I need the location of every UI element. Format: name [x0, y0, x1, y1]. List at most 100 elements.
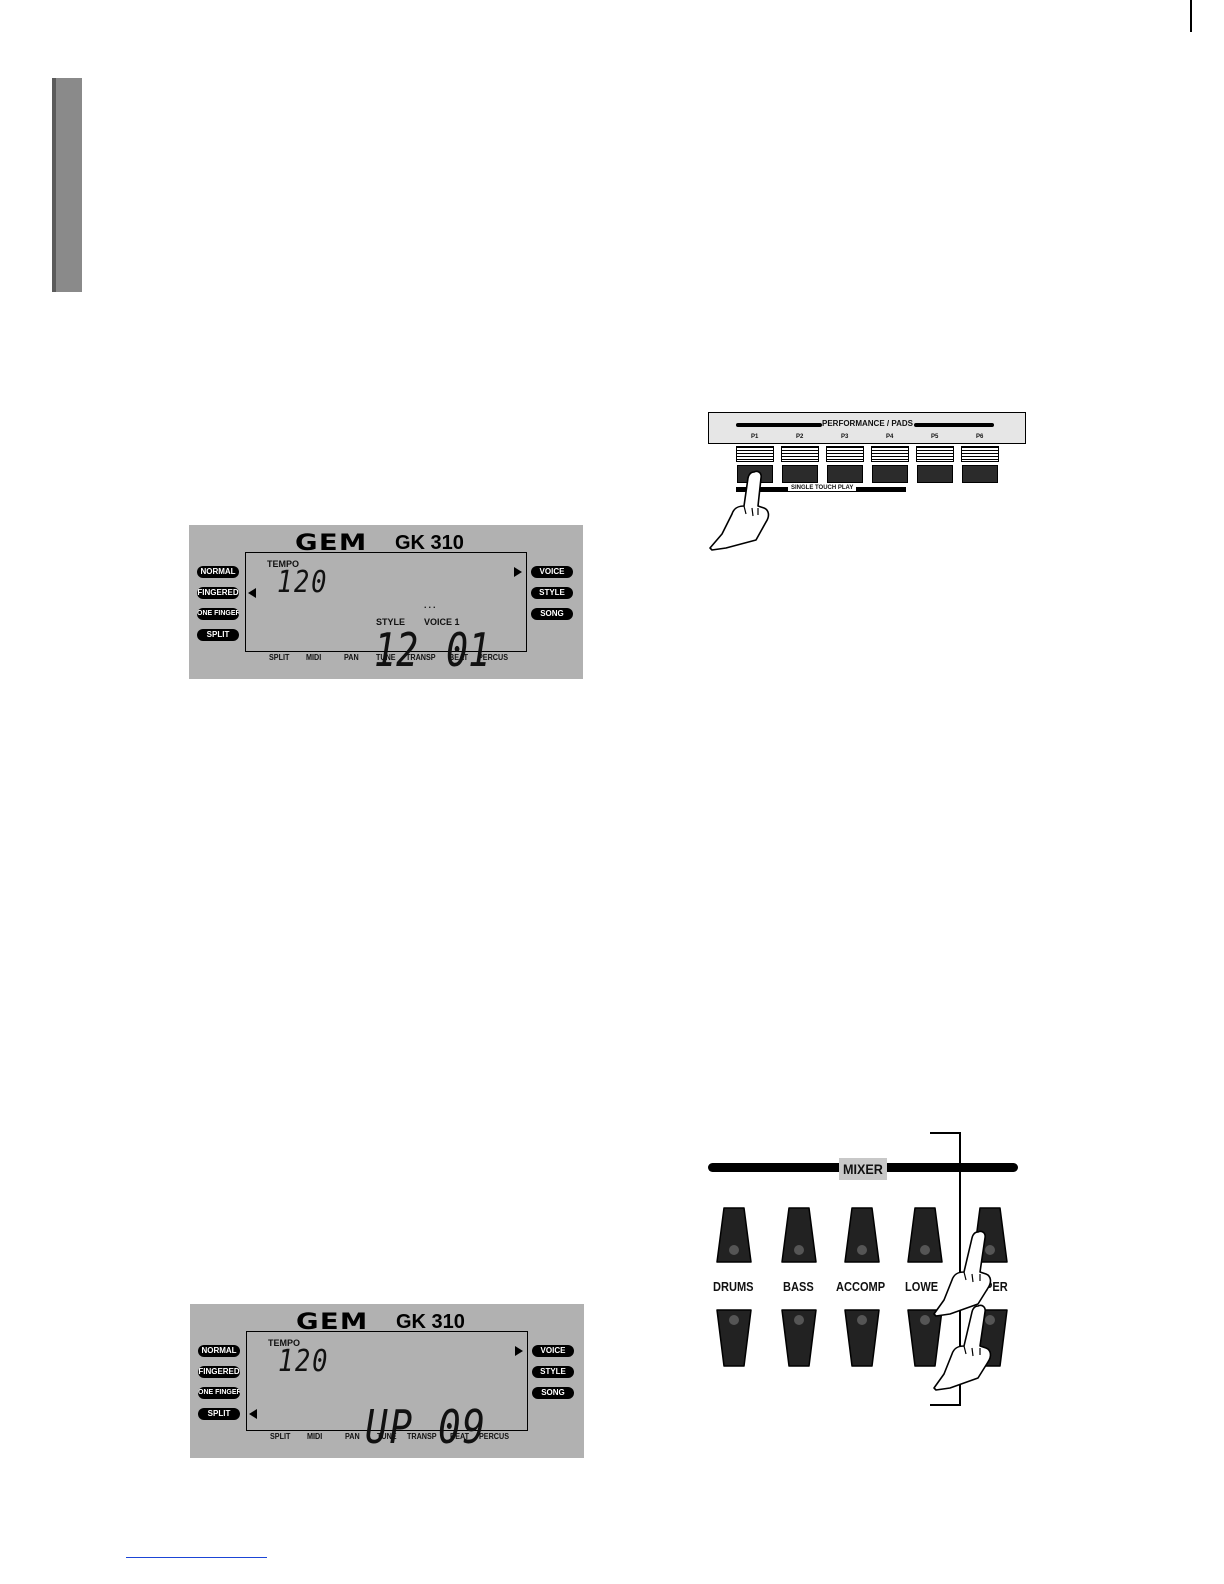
func-midi: MIDI: [307, 1432, 323, 1441]
pad-button-p2[interactable]: [782, 465, 818, 483]
mixer-label-bass: BASS: [783, 1279, 814, 1294]
func-tune: TUNE: [377, 1432, 397, 1441]
func-pan: PAN: [344, 653, 359, 662]
footer-rule: [126, 1557, 267, 1558]
pointing-hand-icon: [933, 1304, 992, 1391]
tempo-label: TEMPO: [267, 559, 300, 569]
mixer-label-accomp: ACCOMP: [836, 1279, 886, 1294]
performance-pads-panel: PERFORMANCE / PADS P1 P2 P3 P4 P5 P6 SIN…: [708, 412, 1026, 562]
mixer-panel: MIXER DRUMS BASS ACCOMP LOWE PER: [708, 1130, 1020, 1410]
bass-down-button[interactable]: [781, 1308, 817, 1368]
voice-label: VOICE 1: [424, 617, 460, 627]
pad-label-p2: P2: [796, 434, 804, 440]
voice-number: 01: [446, 623, 491, 677]
fingered-button[interactable]: FINGERED: [197, 587, 239, 599]
fingered-button[interactable]: FINGERED: [198, 1366, 240, 1378]
pad-led-p1: [736, 446, 774, 462]
model-name: GK 310: [395, 532, 464, 554]
corner-line: [1190, 0, 1192, 32]
tempo-label: TEMPO: [268, 1338, 301, 1348]
song-button[interactable]: SONG: [532, 1387, 574, 1399]
arrow-right-icon: [515, 1346, 523, 1356]
func-pan: PAN: [345, 1432, 360, 1441]
func-beat: BEAT: [450, 1432, 470, 1441]
style-number: 12: [374, 623, 419, 677]
header-bar-right: [914, 423, 994, 427]
bracket-top: [930, 1132, 961, 1134]
drums-down-button[interactable]: [716, 1308, 752, 1368]
arrow-left-icon: [248, 588, 256, 598]
voice-button[interactable]: VOICE: [531, 566, 573, 578]
function-labels: SPLIT MIDI PAN TUNE TRANSP BEAT PERCUS: [190, 1432, 584, 1446]
side-tab: [52, 78, 82, 292]
accomp-up-button[interactable]: [844, 1206, 880, 1264]
pad-led-p3: [826, 446, 864, 462]
tempo-value: 120: [278, 1344, 330, 1379]
pad-label-p1: P1: [751, 434, 759, 440]
normal-button[interactable]: NORMAL: [198, 1345, 240, 1357]
arrow-right-icon: [514, 567, 522, 577]
lcd-display-2: GEM GK 310 NORMAL FINGERED ONE FINGER SP…: [190, 1304, 584, 1458]
lower-down-button[interactable]: [907, 1308, 943, 1368]
pad-button-p3[interactable]: [827, 465, 863, 483]
pad-label-p4: P4: [886, 434, 894, 440]
mixer-title-box: [839, 1158, 887, 1180]
split-button[interactable]: SPLIT: [197, 629, 239, 641]
pad-button-p6[interactable]: [962, 465, 998, 483]
func-tune: TUNE: [376, 653, 396, 662]
brand-logo: GEM: [295, 531, 368, 556]
pointing-hand-icon: [933, 1230, 992, 1317]
func-midi: MIDI: [306, 653, 322, 662]
func-percus: PERCUS: [478, 653, 509, 662]
pad-led-p2: [781, 446, 819, 462]
pads-header: [708, 412, 1026, 444]
voice-button[interactable]: VOICE: [532, 1345, 574, 1357]
pad-label-p3: P3: [841, 434, 849, 440]
style-button[interactable]: STYLE: [531, 587, 573, 599]
func-transp: TRANSP: [407, 1432, 437, 1441]
one-finger-button[interactable]: ONE FINGER: [198, 1387, 240, 1399]
mixer-title: MIXER: [843, 1161, 883, 1177]
pad-button-p4[interactable]: [872, 465, 908, 483]
func-transp: TRANSP: [406, 653, 436, 662]
parameter-readout: UP 09: [365, 1400, 487, 1454]
pads-title: PERFORMANCE / PADS: [822, 419, 913, 428]
single-touch-label: SINGLE TOUCH PLAY: [788, 485, 857, 491]
function-labels: SPLIT MIDI PAN TUNE TRANSP BEAT PERCUS: [189, 653, 583, 667]
song-button[interactable]: SONG: [531, 608, 573, 620]
pad-label-p6: P6: [976, 434, 984, 440]
pointing-hand-icon: [709, 470, 770, 551]
accomp-down-button[interactable]: [844, 1308, 880, 1368]
lcd-screen: TEMPO 120 UP 09: [246, 1331, 528, 1454]
arrow-left-icon: [249, 1409, 257, 1419]
one-finger-button[interactable]: ONE FINGER: [197, 608, 239, 620]
func-split: SPLIT: [270, 1432, 291, 1441]
side-tab-edge: [52, 78, 56, 292]
tempo-value: 120: [277, 565, 329, 600]
lcd-display-1: GEM GK 310 NORMAL FINGERED ONE FINGER SP…: [189, 525, 583, 679]
drums-up-button[interactable]: [716, 1206, 752, 1264]
normal-button[interactable]: NORMAL: [197, 566, 239, 578]
func-beat: BEAT: [449, 653, 469, 662]
mixer-label-lower: LOWE: [905, 1279, 939, 1294]
beat-dots: ...: [424, 600, 438, 610]
lcd-screen: TEMPO 120 ... STYLE VOICE 1 12 01: [245, 552, 527, 677]
style-button[interactable]: STYLE: [532, 1366, 574, 1378]
brand-logo: GEM: [296, 1310, 369, 1335]
func-percus: PERCUS: [479, 1432, 510, 1441]
split-button[interactable]: SPLIT: [198, 1408, 240, 1420]
header-bar-left: [736, 423, 822, 427]
lower-up-button[interactable]: [907, 1206, 943, 1264]
model-name: GK 310: [396, 1311, 465, 1333]
bracket-line: [959, 1132, 961, 1406]
bracket-bottom: [930, 1404, 961, 1406]
bass-up-button[interactable]: [781, 1206, 817, 1264]
func-split: SPLIT: [269, 653, 290, 662]
style-label: STYLE: [376, 617, 406, 627]
pad-led-p6: [961, 446, 999, 462]
pad-led-p5: [916, 446, 954, 462]
pad-label-p5: P5: [931, 434, 939, 440]
pad-button-p5[interactable]: [917, 465, 953, 483]
mixer-label-drums: DRUMS: [713, 1279, 754, 1294]
pad-led-p4: [871, 446, 909, 462]
